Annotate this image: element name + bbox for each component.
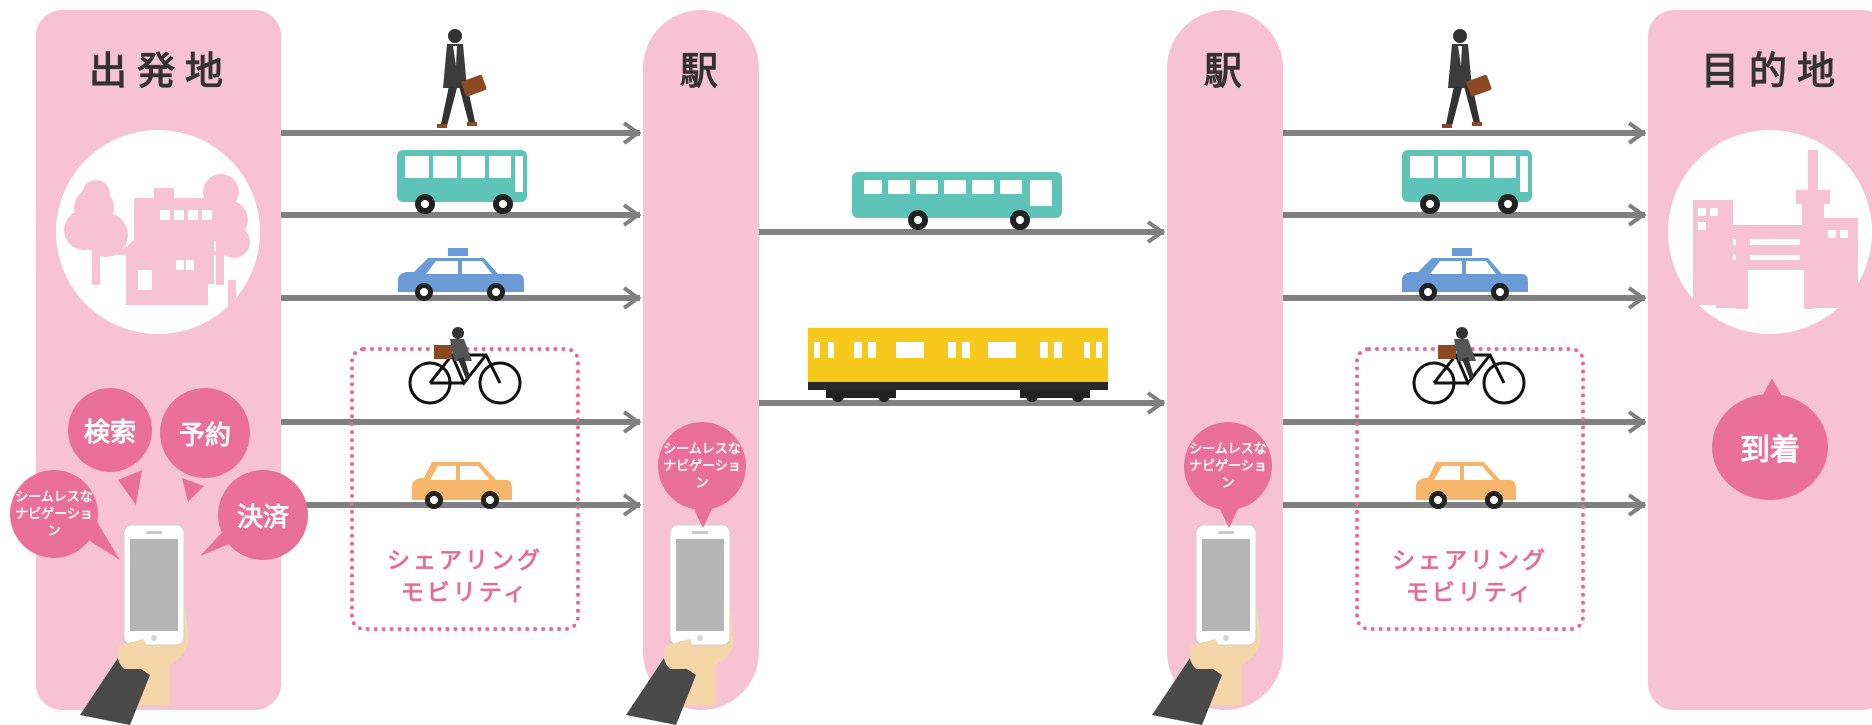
payment-label: 決済 (237, 497, 289, 534)
seamless-navigation-bubble: シームレスな ナビゲーション (10, 470, 98, 558)
seamless-line2: ナビゲーション (658, 458, 746, 492)
search-label: 検索 (84, 412, 136, 449)
bubble-tails (0, 0, 1872, 688)
payment-bubble: 決済 (218, 470, 308, 560)
reserve-bubble: 予約 (160, 388, 250, 478)
reserve-label: 予約 (179, 415, 231, 452)
seamless-line2: ナビゲーション (1184, 458, 1272, 492)
arrival-label: 到着 (1740, 425, 1800, 469)
seamless-line1: シームレスな (663, 441, 741, 458)
seamless-navigation-bubble: シームレスな ナビゲーション (658, 422, 746, 510)
search-bubble: 検索 (68, 388, 152, 472)
seamless-line1: シームレスな (1189, 441, 1267, 458)
seamless-line2: ナビゲーション (10, 506, 98, 540)
arrival-bubble: 到着 (1712, 394, 1828, 500)
seamless-navigation-bubble: シームレスな ナビゲーション (1184, 422, 1272, 510)
seamless-line1: シームレスな (15, 489, 93, 506)
